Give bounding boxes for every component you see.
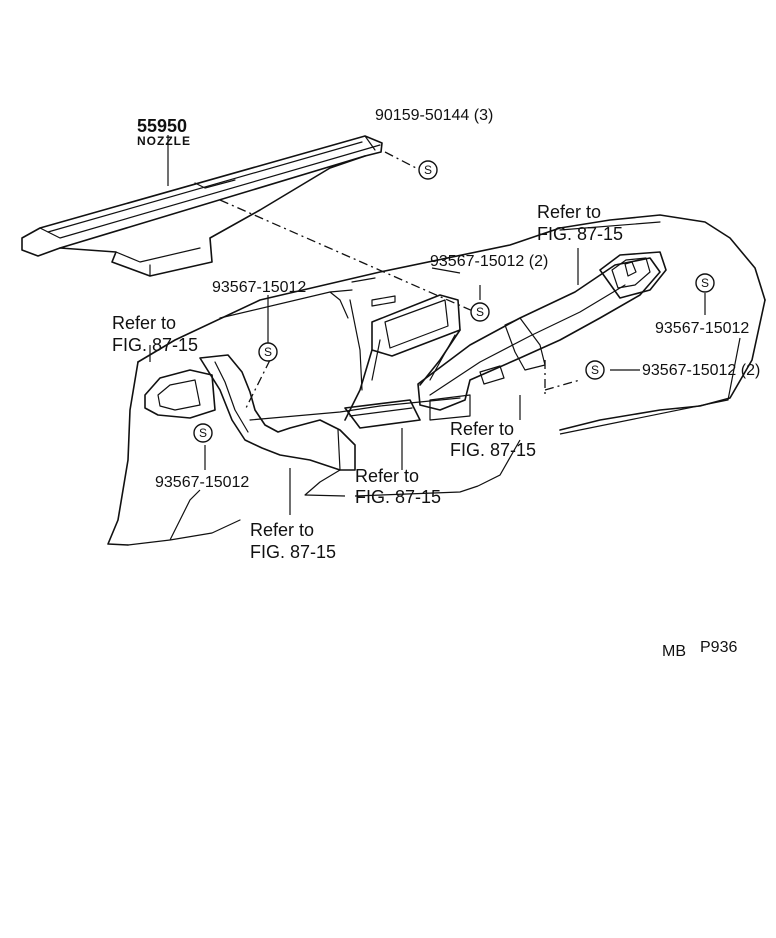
refer-label-top-right-line2: FIG. 87-15 [537, 224, 623, 244]
refer-label-center-right-line2: FIG. 87-15 [450, 440, 536, 460]
center-duct [344, 294, 461, 429]
clip-label-left-lower: 93567-15012 [155, 474, 249, 491]
refer-label-bottom-left-line1: Refer to [250, 520, 314, 540]
footer-code-left: MB [662, 643, 686, 660]
screw-part-label: 90159-50144 (3) [375, 107, 493, 124]
refer-label-left-line2: FIG. 87-15 [112, 335, 198, 355]
right-duct [417, 251, 667, 421]
svg-text:S: S [199, 426, 207, 440]
left-duct [144, 354, 356, 496]
refer-label-center-right-line1: Refer to [450, 419, 514, 439]
footer-code-right: P936 [700, 639, 737, 656]
svg-text:S: S [264, 345, 272, 359]
clip-symbol-2: S [470, 302, 490, 322]
refer-label-bottom-left-line2: FIG. 87-15 [250, 542, 336, 562]
clip-label-right-upper: 93567-15012 [655, 320, 749, 337]
dashboard-outline [107, 214, 766, 546]
svg-text:S: S [476, 305, 484, 319]
clip-symbol-1: S [418, 160, 438, 180]
refer-label-center-line1: Refer to [355, 466, 419, 486]
clip-label-left-upper: 93567-15012 [212, 279, 306, 296]
refer-label-center-line2: FIG. 87-15 [355, 487, 441, 507]
clip-label-top-center: 93567-15012 (2) [430, 253, 548, 270]
clip-symbol-5: S [585, 360, 605, 380]
svg-text:S: S [701, 276, 709, 290]
clip-symbol-4: S [695, 273, 715, 293]
svg-text:S: S [424, 163, 432, 177]
clip-symbol-6: S [193, 423, 213, 443]
part-name-nozzle: NOZZLE [137, 134, 191, 148]
centerlines [219, 151, 581, 411]
refer-label-left-line1: Refer to [112, 313, 176, 333]
leader-lines [149, 135, 741, 541]
svg-text:S: S [591, 363, 599, 377]
refer-label-top-right-line1: Refer to [537, 202, 601, 222]
part-number-nozzle: 55950 [137, 116, 187, 136]
clip-symbol-3: S [258, 342, 278, 362]
clip-label-right-lower: 93567-15012 (2) [642, 362, 760, 379]
defroster-nozzle [21, 135, 383, 277]
